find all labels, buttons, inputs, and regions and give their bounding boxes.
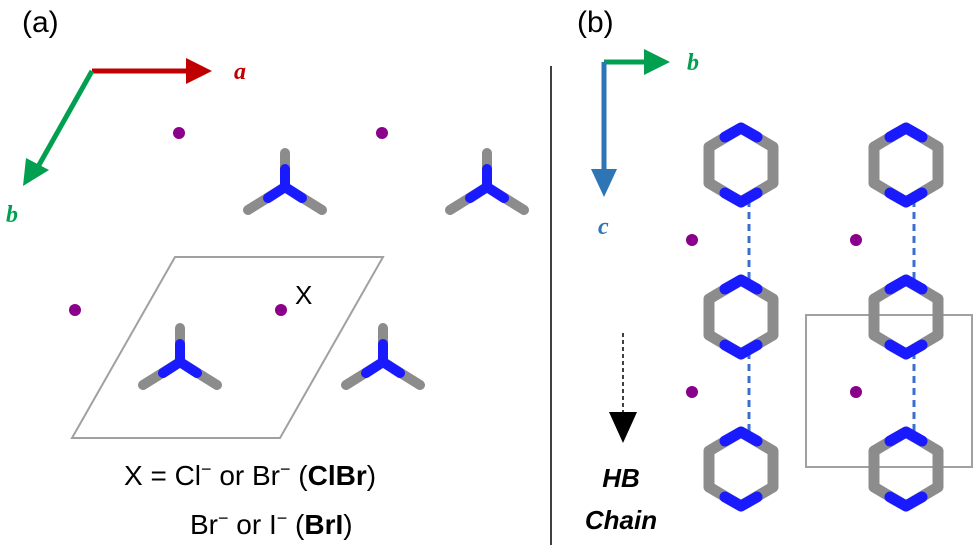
molecule-a3 [138,323,222,390]
b-axis-arrowhead [23,158,49,186]
b-axis-label-b: b [687,50,699,76]
halide-ion [173,127,185,139]
site-label-x: X [295,280,312,310]
b-axis-label-a: b [6,202,18,228]
halide-ion [275,304,287,316]
hb-label-line-2: Chain [585,505,657,535]
c-axis-label: c [598,214,609,240]
halide-ion [69,304,81,316]
ring-b2 [703,274,779,360]
hb-label-line-1: HB [602,463,640,493]
ring-b5 [868,274,944,360]
c-axis-arrowhead [591,169,617,197]
b-axis-arrowhead-b [644,49,670,75]
molecule-a4 [341,323,425,390]
ring-b4 [868,122,944,208]
halide-ion [686,386,698,398]
panel-b-label: (b) [577,6,614,39]
halide-ion [850,234,862,246]
b-axis-arrow [36,69,95,167]
unit-cell-b [805,314,973,468]
ring-b6 [868,426,944,512]
a-axis-label: a [234,59,246,85]
caption-line-1: X = Cl− or Br− (ClBr) [124,459,376,491]
unit-cell-a [70,256,385,439]
hydrogen-bonds [747,200,916,432]
halide-ion [850,386,862,398]
a-axis-arrowhead [186,58,212,84]
panel-a-axes: a b [6,58,246,228]
halide-ions-b [686,234,862,398]
hb-direction-arrowhead [609,412,637,443]
halide-ion [376,127,388,139]
panel-a-label: (a) [22,6,59,39]
molecule-a1 [243,148,327,215]
caption-line-2: Br− or I− (BrI) [190,508,353,540]
ring-b3 [703,426,779,512]
halide-ions-a [69,127,388,316]
molecule-a2 [445,148,529,215]
halide-ion [686,234,698,246]
panel-b-axes: b c [591,49,699,240]
ring-b1 [703,122,779,208]
